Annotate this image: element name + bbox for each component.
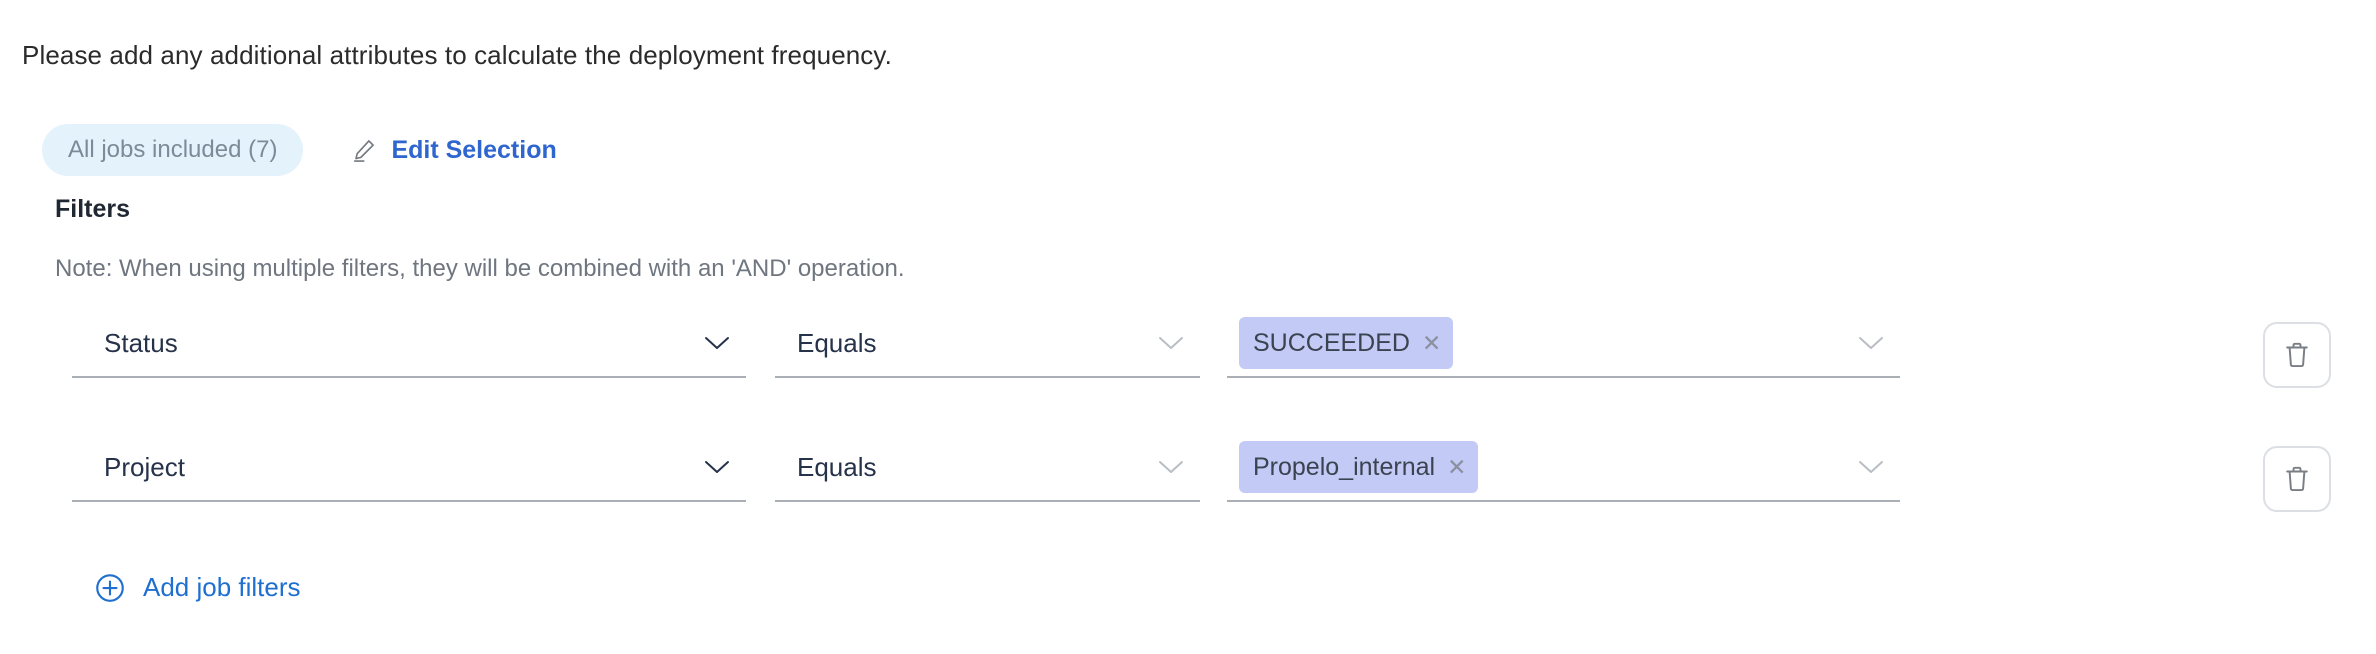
add-job-filters-button[interactable]: Add job filters — [95, 572, 301, 603]
filter-operator-select[interactable]: Equals — [775, 310, 1200, 378]
filter-value-tag[interactable]: SUCCEEDED ✕ — [1239, 317, 1454, 369]
filters-heading: Filters — [55, 195, 131, 223]
trash-icon — [2283, 340, 2311, 370]
filter-operator-value: Equals — [797, 327, 877, 358]
filter-value-select[interactable]: Propelo_internal ✕ — [1227, 434, 1900, 502]
delete-filter-button[interactable] — [2263, 446, 2331, 512]
chevron-down-icon — [702, 334, 732, 352]
filter-attribute-select[interactable]: Project — [72, 434, 746, 502]
filters-note: Note: When using multiple filters, they … — [55, 255, 905, 282]
filter-value-tag-label: SUCCEEDED — [1253, 328, 1410, 357]
filter-value-tag[interactable]: Propelo_internal ✕ — [1239, 441, 1479, 493]
filter-operator-value: Equals — [797, 451, 877, 482]
filter-attribute-value: Project — [104, 451, 185, 482]
filter-attribute-select[interactable]: Status — [72, 310, 746, 378]
chevron-down-icon — [1156, 458, 1186, 476]
delete-filter-button[interactable] — [2263, 322, 2331, 388]
close-icon[interactable]: ✕ — [1421, 329, 1442, 356]
chevron-down-icon — [702, 458, 732, 476]
filter-value-tag-label: Propelo_internal — [1253, 452, 1436, 481]
filter-row: Status Equals SUCCEEDED ✕ — [0, 310, 2376, 400]
pencil-icon — [351, 137, 377, 163]
all-jobs-included-chip[interactable]: All jobs included (7) — [42, 124, 304, 176]
add-job-filters-label: Add job filters — [143, 572, 301, 602]
intro-text: Please add any additional attributes to … — [22, 40, 892, 70]
filter-attribute-value: Status — [104, 327, 178, 358]
close-icon[interactable]: ✕ — [1447, 453, 1467, 480]
chevron-down-icon — [1856, 334, 1886, 352]
chevron-down-icon — [1156, 334, 1186, 352]
filter-row: Project Equals Propelo_internal ✕ — [0, 434, 2376, 524]
trash-icon — [2283, 464, 2311, 494]
filter-operator-select[interactable]: Equals — [775, 434, 1200, 502]
chevron-down-icon — [1856, 458, 1886, 476]
filter-value-select[interactable]: SUCCEEDED ✕ — [1227, 310, 1900, 378]
edit-selection-label: Edit Selection — [391, 135, 557, 164]
job-selection-row: All jobs included (7) Edit Selection — [42, 124, 557, 176]
plus-circle-icon — [95, 573, 125, 603]
edit-selection-button[interactable]: Edit Selection — [351, 135, 557, 165]
